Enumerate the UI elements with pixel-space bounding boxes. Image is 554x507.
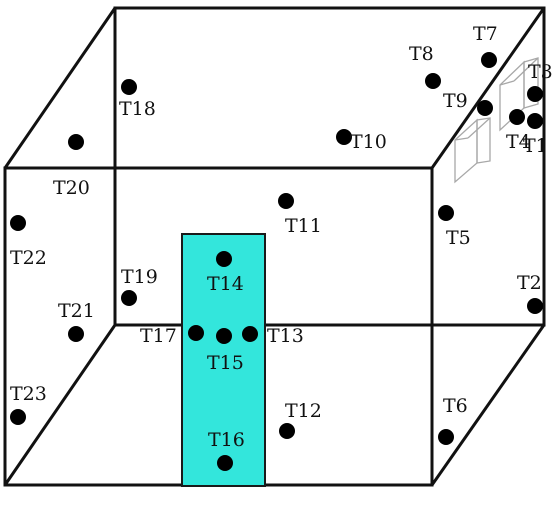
highlight-column	[181, 233, 266, 487]
sensor-label-t7: T7	[473, 23, 498, 45]
sensor-label-t18: T18	[119, 98, 156, 120]
sensor-label-t13: T13	[267, 325, 304, 347]
sensor-label-t11: T11	[285, 215, 322, 237]
sensor-dot-t7	[481, 52, 497, 68]
sensor-label-t4: T4	[506, 131, 531, 153]
sensor-dot-t20	[68, 134, 84, 150]
sensor-dot-t2	[527, 298, 543, 314]
sensor-dot-t11	[278, 193, 294, 209]
sensor-dot-t1	[527, 113, 543, 129]
sensor-label-t15: T15	[207, 352, 244, 374]
sensor-label-t5: T5	[446, 227, 471, 249]
room-edge-top-right	[430, 7, 546, 169]
sensor-label-t12: T12	[285, 400, 322, 422]
room-front-wall	[3, 166, 434, 487]
sensor-label-t9: T9	[443, 90, 468, 112]
sensor-label-t19: T19	[121, 266, 158, 288]
sensor-label-t8: T8	[409, 43, 434, 65]
sensor-dot-t16	[217, 455, 233, 471]
sensor-dot-t9	[477, 100, 493, 116]
sensor-label-t16: T16	[208, 429, 245, 451]
sensor-dot-t10	[336, 129, 352, 145]
sensor-dot-t8	[425, 73, 441, 89]
sensor-label-t10: T10	[350, 131, 387, 153]
sensor-label-t3: T3	[528, 61, 553, 83]
sensor-dot-t19	[121, 290, 137, 306]
sensor-dot-t6	[438, 429, 454, 445]
sensor-dots	[10, 52, 543, 471]
sensor-dot-t23	[10, 409, 26, 425]
sensor-dot-t18	[121, 79, 137, 95]
sensor-dot-t21	[68, 326, 84, 342]
sensor-label-t6: T6	[443, 395, 468, 417]
sensor-label-t21: T21	[58, 300, 95, 322]
ghost-duct-box	[454, 57, 539, 184]
sensor-label-t17: T17	[140, 325, 177, 347]
sensor-dot-t4	[509, 109, 525, 125]
sensor-dot-t5	[438, 205, 454, 221]
room-edge-bottom-right	[430, 324, 546, 486]
sensor-dot-t22	[10, 215, 26, 231]
sensor-dot-t15	[216, 328, 232, 344]
sensor-dot-t13	[242, 326, 258, 342]
sensor-dot-t17	[188, 325, 204, 341]
sensor-dot-t12	[279, 423, 295, 439]
room-edge-top-left	[3, 7, 117, 169]
sensor-label-t20: T20	[53, 177, 90, 199]
sensor-dot-t14	[216, 251, 232, 267]
sensor-dot-t3	[527, 86, 543, 102]
sensor-label-t23: T23	[10, 383, 47, 405]
sensor-label-t14: T14	[207, 273, 244, 295]
room-edge-bottom-left	[3, 324, 117, 486]
sensor-label-t22: T22	[10, 247, 47, 269]
sensor-label-t1: T1	[523, 135, 548, 157]
sensor-label-t2: T2	[517, 272, 542, 294]
